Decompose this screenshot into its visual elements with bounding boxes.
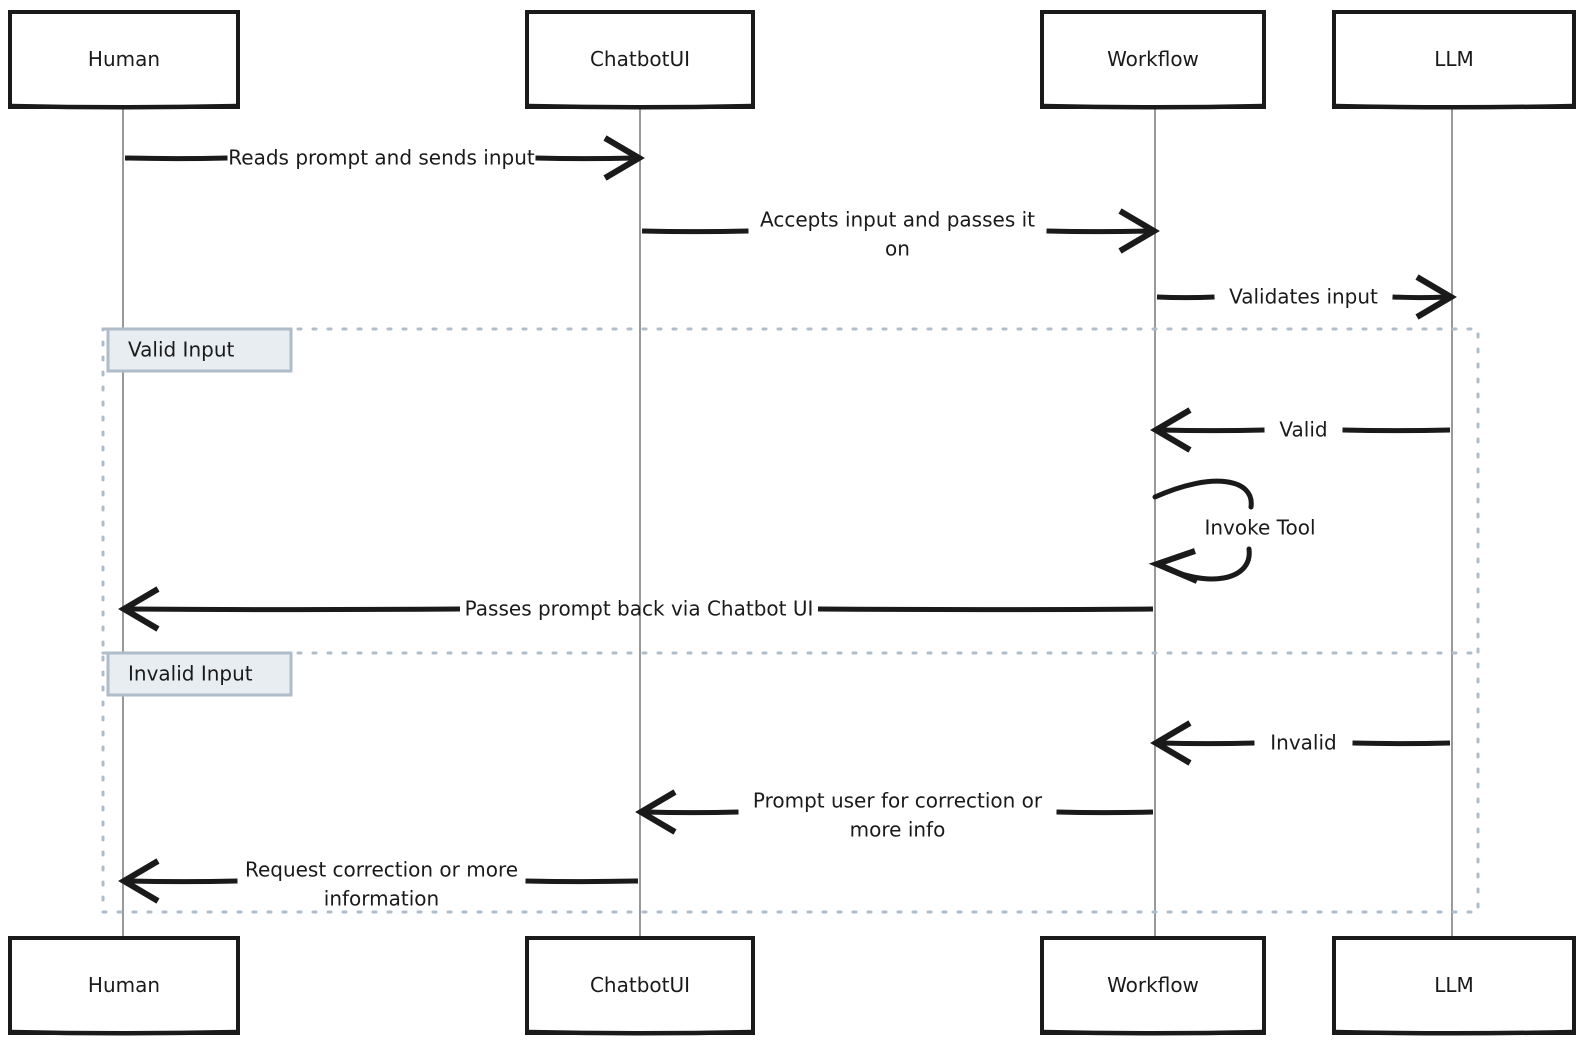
participant-box-workflow-top[interactable]: Workflow bbox=[1040, 10, 1266, 110]
message-line-right bbox=[1342, 427, 1451, 434]
message-line-right bbox=[525, 878, 639, 885]
participant-box-outline bbox=[1040, 10, 1266, 109]
arrow-head-stroke bbox=[1150, 407, 1192, 453]
participant-label: ChatbotUI bbox=[590, 47, 690, 71]
arrow-head-stroke bbox=[1118, 208, 1160, 254]
participant-box-bottom-edge bbox=[8, 1029, 240, 1036]
fragment-tag-valid: Valid Input bbox=[106, 327, 293, 373]
arrow-head-stroke bbox=[118, 858, 160, 904]
message-m6[interactable]: Passes prompt back via Chatbot UI bbox=[118, 586, 1154, 632]
fragment-boundary bbox=[101, 327, 1480, 914]
message-line-left bbox=[128, 606, 461, 613]
message-m8[interactable]: Prompt user for correction or more info bbox=[635, 789, 1154, 842]
message-line-left bbox=[1160, 740, 1255, 747]
self-loop-arrow-head-icon bbox=[1148, 548, 1199, 584]
arrow-head-stroke bbox=[118, 586, 160, 632]
message-label: Invalid bbox=[1270, 731, 1336, 755]
participant-box-bottom-edge bbox=[1332, 103, 1576, 110]
participant-box-bottom-edge bbox=[1332, 1029, 1576, 1036]
participant-box-human-top[interactable]: Human bbox=[8, 10, 240, 110]
participant-box-bottom-edge bbox=[1040, 103, 1266, 110]
participant-box-outline bbox=[1332, 936, 1576, 1035]
participant-box-bottom-edge bbox=[525, 1029, 755, 1036]
participant-box-bottom-edge bbox=[8, 103, 240, 110]
message-m9[interactable]: Request correction or more information bbox=[118, 858, 639, 911]
participant-box-bottom-edge bbox=[525, 103, 755, 110]
message-label: Validates input bbox=[1229, 285, 1378, 309]
message-label: Reads prompt and sends input bbox=[228, 146, 535, 170]
fragment-tag-box bbox=[106, 327, 293, 373]
arrow-head-icon bbox=[1415, 274, 1457, 320]
message-label: Request correction or more bbox=[245, 858, 518, 882]
participant-label: Workflow bbox=[1107, 47, 1199, 71]
message-line-left bbox=[1160, 427, 1265, 434]
message-label: more info bbox=[850, 818, 946, 842]
message-m1[interactable]: Reads prompt and sends input bbox=[124, 135, 645, 181]
arrow-head-icon bbox=[1118, 208, 1160, 254]
participant-box-outline bbox=[8, 936, 240, 1035]
participant-box-llm-top[interactable]: LLM bbox=[1332, 10, 1576, 110]
message-m7[interactable]: Invalid bbox=[1150, 720, 1451, 766]
arrow-head-stroke bbox=[1150, 720, 1192, 766]
participant-label: Human bbox=[88, 973, 160, 997]
message-label: Valid bbox=[1279, 418, 1327, 442]
participant-box-outline bbox=[1040, 936, 1266, 1035]
message-line-left bbox=[641, 228, 749, 235]
message-label: Passes prompt back via Chatbot UI bbox=[465, 597, 814, 621]
message-label: Accepts input and passes it bbox=[760, 208, 1035, 232]
arrow-head-icon bbox=[1150, 407, 1192, 453]
arrow-head-icon bbox=[1150, 720, 1192, 766]
arrow-head-icon bbox=[603, 135, 645, 181]
arrow-head-stroke bbox=[635, 789, 677, 835]
participant-label: LLM bbox=[1434, 973, 1474, 997]
message-line-left bbox=[645, 809, 739, 816]
participant-box-workflow-bottom[interactable]: Workflow bbox=[1040, 936, 1266, 1036]
message-m5[interactable]: Invoke Tool bbox=[1148, 478, 1316, 584]
self-loop-inbound bbox=[1156, 546, 1252, 582]
participant-box-llm-bottom[interactable]: LLM bbox=[1332, 936, 1576, 1036]
participant-box-bottom-edge bbox=[1040, 1029, 1266, 1036]
arrow-head-stroke bbox=[1415, 274, 1457, 320]
message-line-right bbox=[1056, 809, 1154, 816]
message-m4[interactable]: Valid bbox=[1150, 407, 1451, 453]
participant-box-outline bbox=[8, 10, 240, 109]
arrow-head-icon bbox=[635, 789, 677, 835]
message-m3[interactable]: Validates input bbox=[1156, 274, 1457, 320]
message-line-right bbox=[1352, 740, 1451, 747]
message-label: on bbox=[885, 237, 910, 261]
message-line-left bbox=[128, 878, 238, 885]
fragment-tag-box bbox=[106, 651, 293, 697]
participant-box-human-bottom[interactable]: Human bbox=[8, 936, 240, 1036]
message-line-left bbox=[124, 155, 228, 162]
participant-label: ChatbotUI bbox=[590, 973, 690, 997]
participant-box-chatbotui-bottom[interactable]: ChatbotUI bbox=[525, 936, 755, 1036]
arrow-head-icon bbox=[118, 858, 160, 904]
message-m2[interactable]: Accepts input and passes it on bbox=[641, 208, 1160, 261]
message-label: information bbox=[324, 887, 439, 911]
self-loop-outbound bbox=[1152, 478, 1254, 510]
fragment-tag-invalid: Invalid Input bbox=[106, 651, 293, 697]
participant-label: Workflow bbox=[1107, 973, 1199, 997]
participant-label: LLM bbox=[1434, 47, 1474, 71]
message-line-right bbox=[535, 155, 635, 162]
message-line-right bbox=[1046, 228, 1150, 235]
message-line-right bbox=[817, 606, 1154, 613]
arrow-head-stroke bbox=[603, 135, 645, 181]
message-line-left bbox=[1156, 294, 1215, 301]
fragment-tag-label: Invalid Input bbox=[128, 662, 253, 686]
arrow-head-icon bbox=[118, 586, 160, 632]
message-label: Invoke Tool bbox=[1204, 516, 1315, 540]
participant-label: Human bbox=[88, 47, 160, 71]
message-label: Prompt user for correction or bbox=[753, 789, 1043, 813]
fragment-tag-label: Valid Input bbox=[128, 338, 234, 362]
participant-box-chatbotui-top[interactable]: ChatbotUI bbox=[525, 10, 755, 110]
message-line-right bbox=[1392, 294, 1447, 301]
